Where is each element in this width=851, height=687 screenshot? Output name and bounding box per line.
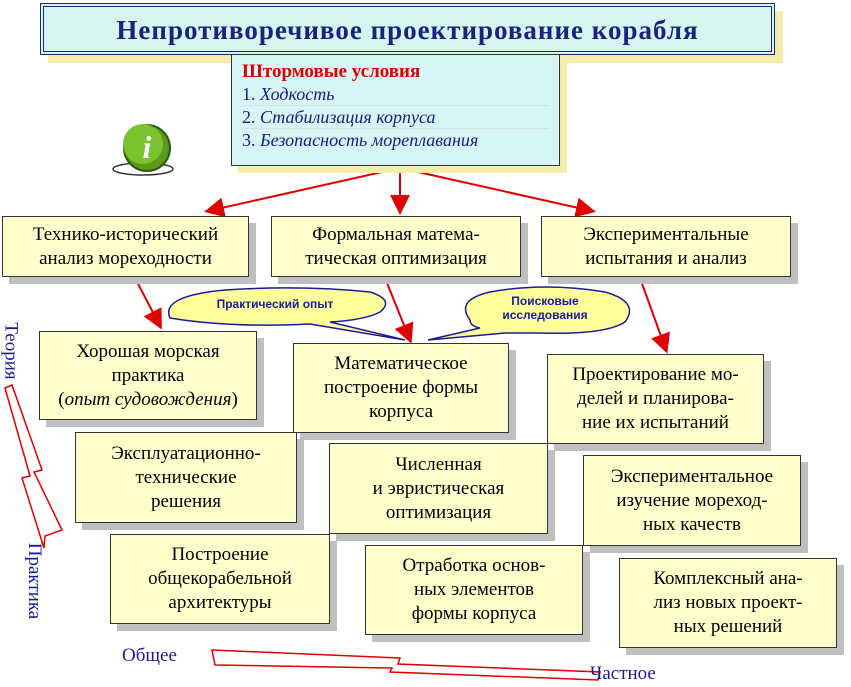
arrow-to-good-practice: [134, 277, 162, 330]
arrow-origin-dot: [396, 164, 404, 172]
storm-heading: Штормовые условия: [242, 61, 421, 82]
info-icon[interactable]: i: [105, 122, 177, 178]
theory-practice-arrow: [4, 383, 64, 549]
storm-item-2: 2. Стабилизация корпуса: [242, 106, 549, 129]
axis-label-particular: Частное: [590, 663, 656, 684]
general-particular-arrow: [211, 649, 601, 681]
good-practice-box: Хорошая морская практика (опыт судовожде…: [39, 331, 257, 420]
practical-callout-text: Практический опыт: [216, 297, 334, 311]
complex-analysis-box: Комплексный ана-лиз новых проект-ных реш…: [619, 558, 837, 648]
axis-label-practice: Практика: [24, 542, 46, 620]
good-practice-note: опыт судовождения: [64, 388, 232, 410]
axis-label-general: Общее: [122, 645, 177, 666]
practical-callout-shape: [167, 287, 406, 341]
arrow-to-model-design: [639, 277, 670, 354]
storm-item-1: 1. Ходкость: [242, 83, 549, 106]
storm-item-3: 3. Безопасность мореплавания: [242, 130, 479, 150]
formal-optimization-box: Формальная матема-тическая оптимизация: [271, 216, 521, 277]
arrow-to-math-form: [384, 277, 414, 344]
page-title: Непротиворечивое проектирование корабля: [40, 3, 775, 55]
svg-text:i: i: [143, 129, 152, 165]
axis-label-theory: Теория: [0, 322, 22, 380]
model-design-box: Проектирование мо-делей и планирова-ние …: [547, 354, 764, 444]
search-callout-shape: [427, 286, 631, 341]
arrow-to-historical: [204, 167, 401, 218]
storm-conditions-box: Штормовые условия 1. Ходкость 2. Стабили…: [231, 54, 560, 166]
arrow-to-experimental: [399, 167, 596, 218]
